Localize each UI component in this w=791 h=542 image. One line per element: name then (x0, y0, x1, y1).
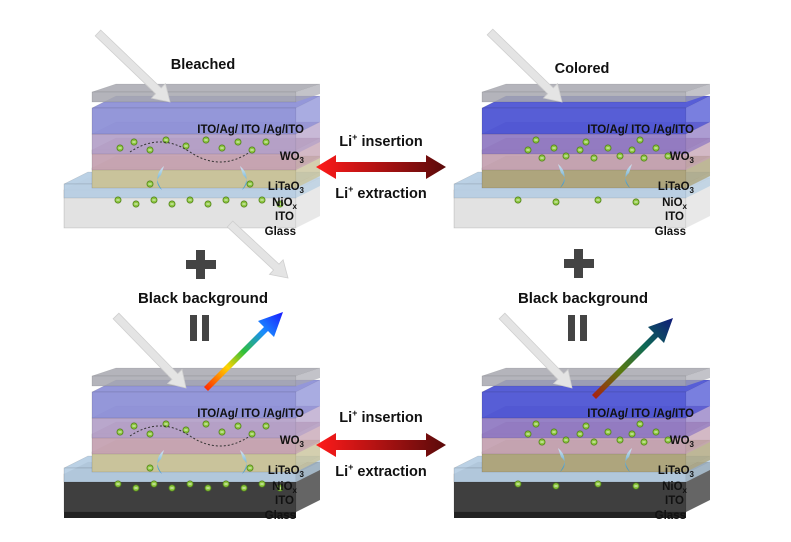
niox-label: NiOx (662, 197, 687, 211)
wo3-label: WO3 (280, 435, 305, 449)
ion-migration-arrow-right (625, 448, 632, 472)
glass-label: Glass (265, 510, 296, 522)
top-encapsulation-sheet (481, 83, 711, 103)
ito-label: ITO (275, 495, 294, 507)
transmitted-light-arrow (226, 220, 289, 279)
ito-label: ITO (275, 211, 294, 223)
lithium-ions (514, 420, 672, 490)
black-background-label-right: Black background (518, 290, 648, 307)
li-insertion-label-top: Li+ insertion (339, 132, 422, 150)
ion-migration-arrow-right (240, 166, 247, 190)
incident-light-arrow (486, 28, 563, 103)
ito-label: ITO (665, 211, 684, 223)
ion-migration-arrow-left (558, 448, 565, 472)
lithium-ions (114, 420, 284, 492)
niox-label: NiOx (272, 197, 297, 211)
top-encapsulation-sheet (481, 367, 711, 387)
ion-path-dotted (129, 141, 251, 163)
lithium-ions (514, 136, 672, 206)
ito-label: ITO (665, 495, 684, 507)
panel-title-bleached: Bleached (171, 57, 235, 73)
wo3-label: WO3 (670, 151, 695, 165)
top-electrode-label: ITO/Ag/ ITO /Ag/ITO (587, 124, 694, 136)
black-background-edge (454, 512, 686, 518)
ion-exchange-arrow-bottom (316, 433, 446, 457)
wo3-label: WO3 (280, 151, 305, 165)
wo3-label: WO3 (670, 435, 695, 449)
litao3-label: LiTaO3 (658, 465, 695, 479)
ion-migration-arrow-right (625, 164, 632, 188)
glass-label: Glass (655, 226, 686, 238)
glass-label: Glass (655, 510, 686, 522)
equals-sign-right (568, 315, 587, 341)
li-extraction-label-top: Li+ extraction (335, 184, 427, 202)
ion-migration-arrow-right (240, 450, 247, 474)
plus-sign-left (186, 250, 216, 279)
top-electrode-label: ITO/Ag/ ITO /Ag/ITO (197, 408, 304, 420)
ion-migration-arrow-left (558, 164, 565, 188)
reflected-light-dark-arrow (592, 318, 673, 399)
panel-title-colored: Colored (555, 61, 610, 77)
top-electrode-label: ITO/Ag/ ITO /Ag/ITO (587, 408, 694, 420)
ion-exchange-arrow-top (316, 155, 446, 179)
top-electrode-label: ITO/Ag/ ITO /Ag/ITO (197, 124, 304, 136)
li-insertion-label-bottom: Li+ insertion (339, 408, 422, 426)
reflected-light-rainbow-arrow (204, 312, 283, 391)
ion-path-dotted (129, 425, 251, 447)
litao3-label: LiTaO3 (268, 465, 305, 479)
li-extraction-label-bottom: Li+ extraction (335, 462, 427, 480)
equals-sign-left (190, 315, 209, 341)
black-background-edge (64, 512, 296, 518)
glass-label: Glass (265, 226, 296, 238)
ion-migration-arrow-left (157, 450, 164, 474)
incident-light-arrow (112, 312, 187, 389)
niox-label: NiOx (272, 481, 297, 495)
niox-label: NiOx (662, 481, 687, 495)
ion-migration-arrow-left (157, 166, 164, 190)
incident-light-arrow (94, 29, 171, 103)
litao3-label: LiTaO3 (658, 181, 695, 195)
top-encapsulation-sheet (91, 83, 321, 103)
incident-light-arrow (498, 312, 573, 389)
plus-sign-right (564, 249, 594, 278)
top-encapsulation-sheet (91, 367, 321, 387)
black-background-label-left: Black background (138, 290, 268, 307)
lithium-ions (114, 136, 284, 208)
litao3-label: LiTaO3 (268, 181, 305, 195)
